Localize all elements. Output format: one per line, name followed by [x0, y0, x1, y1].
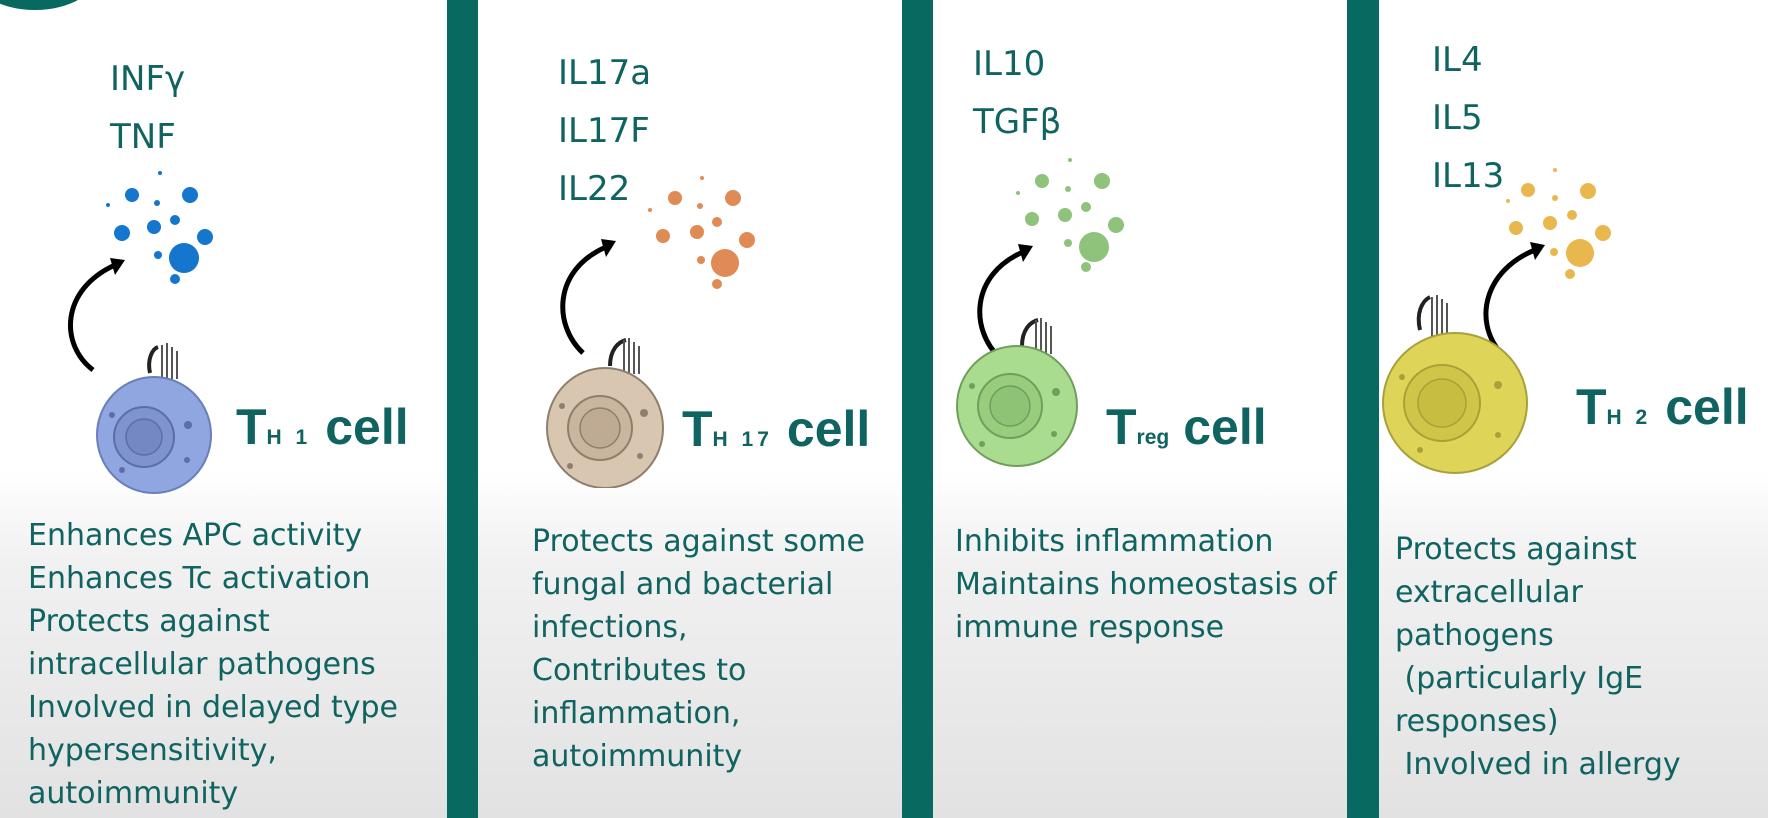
label-subscript: reg: [1136, 426, 1170, 449]
cytokine-label: TNF: [110, 117, 176, 157]
description-line: (particularly IgE: [1395, 661, 1644, 696]
cytokine-label: IL5: [1432, 98, 1483, 138]
cytokine-label: IL22: [558, 169, 631, 209]
description-line: inflammation,: [532, 696, 741, 731]
th17-cytokine-list: IL17a IL17F IL22: [558, 44, 651, 218]
cytokine-label: IL17a: [558, 53, 652, 93]
th2-description: Protects against extracellular pathogens…: [1395, 528, 1681, 786]
treg-secretion-arrow: [977, 244, 1033, 360]
description-line: responses): [1395, 704, 1559, 739]
th2-cell-label: TH 2 cell: [1576, 378, 1749, 436]
description-line: Enhances APC activity: [28, 518, 363, 553]
cytokine-label: IL17F: [558, 111, 650, 151]
label-tail: cell: [1183, 399, 1267, 455]
label-main: T: [1106, 399, 1137, 455]
treg-cytokine-list: IL10 TGFβ: [973, 35, 1061, 151]
description-line: Maintains homeostasis of: [955, 567, 1337, 602]
description-line: Inhibits inflammation: [955, 524, 1274, 559]
th17-cytokine-dots: [648, 176, 755, 289]
description-line: hypersensitivity,: [28, 733, 277, 768]
label-main: T: [682, 401, 713, 457]
th2-cytokine-list: IL4 IL5 IL13: [1432, 31, 1504, 205]
cytokine-label: INFγ: [110, 59, 186, 99]
th17-cell-label: TH 17 cell: [682, 400, 870, 458]
th17-secretion-arrow: [560, 239, 616, 355]
description-line: Involved in allergy: [1395, 747, 1681, 782]
description-line: Protects against some: [532, 524, 865, 559]
description-line: fungal and bacterial: [532, 567, 834, 602]
description-line: Protects against: [28, 604, 270, 639]
label-main: T: [1576, 379, 1607, 435]
th17-description: Protects against some fungal and bacteri…: [532, 520, 865, 778]
th1-cell-icon: [96, 343, 212, 494]
corner-badge: [0, 0, 100, 10]
description-line: extracellular: [1395, 575, 1583, 610]
label-subscript: H 2: [1606, 406, 1652, 429]
cytokine-label: IL13: [1432, 156, 1505, 196]
description-line: Enhances Tc activation: [28, 561, 371, 596]
th17-cell-icon: [546, 338, 664, 488]
th17-panel: [478, 0, 902, 818]
description-line: immune response: [955, 610, 1225, 645]
treg-cytokine-dots: [1016, 158, 1124, 272]
description-line: intracellular pathogens: [28, 647, 376, 682]
description-line: Protects against: [1395, 532, 1637, 567]
th1-cytokine-dots: [106, 171, 213, 284]
label-subscript: H 17: [712, 428, 773, 451]
th1-secretion-arrow: [68, 258, 125, 372]
description-line: infections,: [532, 610, 688, 645]
divider: [447, 0, 478, 818]
th2-cell-icon: [1382, 295, 1528, 474]
divider: [902, 0, 933, 818]
label-tail: cell: [786, 401, 871, 457]
divider: [1347, 0, 1379, 818]
label-main: T: [236, 399, 267, 455]
th1-panel: [0, 0, 447, 818]
th1-description: Enhances APC activity Enhances Tc activa…: [28, 514, 398, 815]
description-line: autoimmunity: [28, 776, 239, 811]
th1-cell-label: TH 1 cell: [236, 398, 409, 456]
treg-cell-icon: [956, 318, 1078, 467]
th1-cytokine-list: INFγ TNF: [110, 50, 185, 166]
treg-description: Inhibits inflammation Maintains homeosta…: [955, 520, 1337, 649]
description-line: Contributes to: [532, 653, 747, 688]
description-line: pathogens: [1395, 618, 1554, 653]
cytokine-label: TGFβ: [973, 102, 1062, 142]
label-tail: cell: [1665, 379, 1749, 435]
cytokine-label: IL10: [973, 44, 1046, 84]
th2-cytokine-dots: [1506, 168, 1611, 279]
description-line: autoimmunity: [532, 739, 743, 774]
label-tail: cell: [325, 399, 409, 455]
cytokine-label: IL4: [1432, 40, 1483, 80]
description-line: Involved in delayed type: [28, 690, 399, 725]
label-subscript: H 1: [266, 426, 312, 449]
th2-secretion-arrow: [1483, 242, 1545, 354]
